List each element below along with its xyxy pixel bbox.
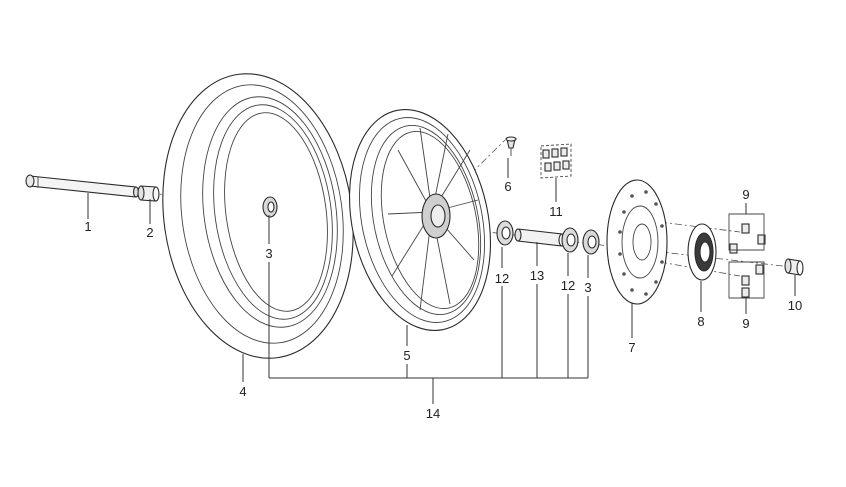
disc-bolts [728,213,766,299]
label-part-5: 5 [403,348,410,363]
label-part-4: 4 [239,384,246,399]
spacer-left [137,185,160,202]
oil-seal-right [582,229,600,255]
label-part-6: 6 [504,179,511,194]
brake-disc [606,179,668,305]
label-part-10: 10 [788,298,802,313]
label-part-3-right: 3 [584,280,591,295]
distance-collar [514,228,566,247]
label-part-9-bottom: 9 [742,316,749,331]
leader-lines [87,158,796,404]
bearing-left [496,220,514,246]
label-part-11: 11 [549,204,563,219]
tire [162,73,354,359]
oil-seal-left [262,196,278,218]
label-part-7: 7 [628,340,635,355]
bearing-right [561,227,579,253]
label-part-8: 8 [697,314,704,329]
label-part-1: 1 [84,219,91,234]
label-part-12-left: 12 [495,271,509,286]
speed-sensor-ring [687,223,717,281]
label-part-2: 2 [146,225,153,240]
tire-valve [505,136,517,156]
wheel-rim [348,108,492,332]
label-part-14: 14 [426,406,440,421]
balance-weights [540,143,572,179]
axle [25,174,140,198]
label-part-9-top: 9 [742,187,749,202]
label-part-13: 13 [530,268,544,283]
spacer-right [784,258,804,276]
label-part-3-left: 3 [265,246,272,261]
callout-labels: 1 2 3 4 5 6 11 12 13 12 3 7 8 9 9 10 14 [84,179,802,421]
label-part-12-right: 12 [561,278,575,293]
